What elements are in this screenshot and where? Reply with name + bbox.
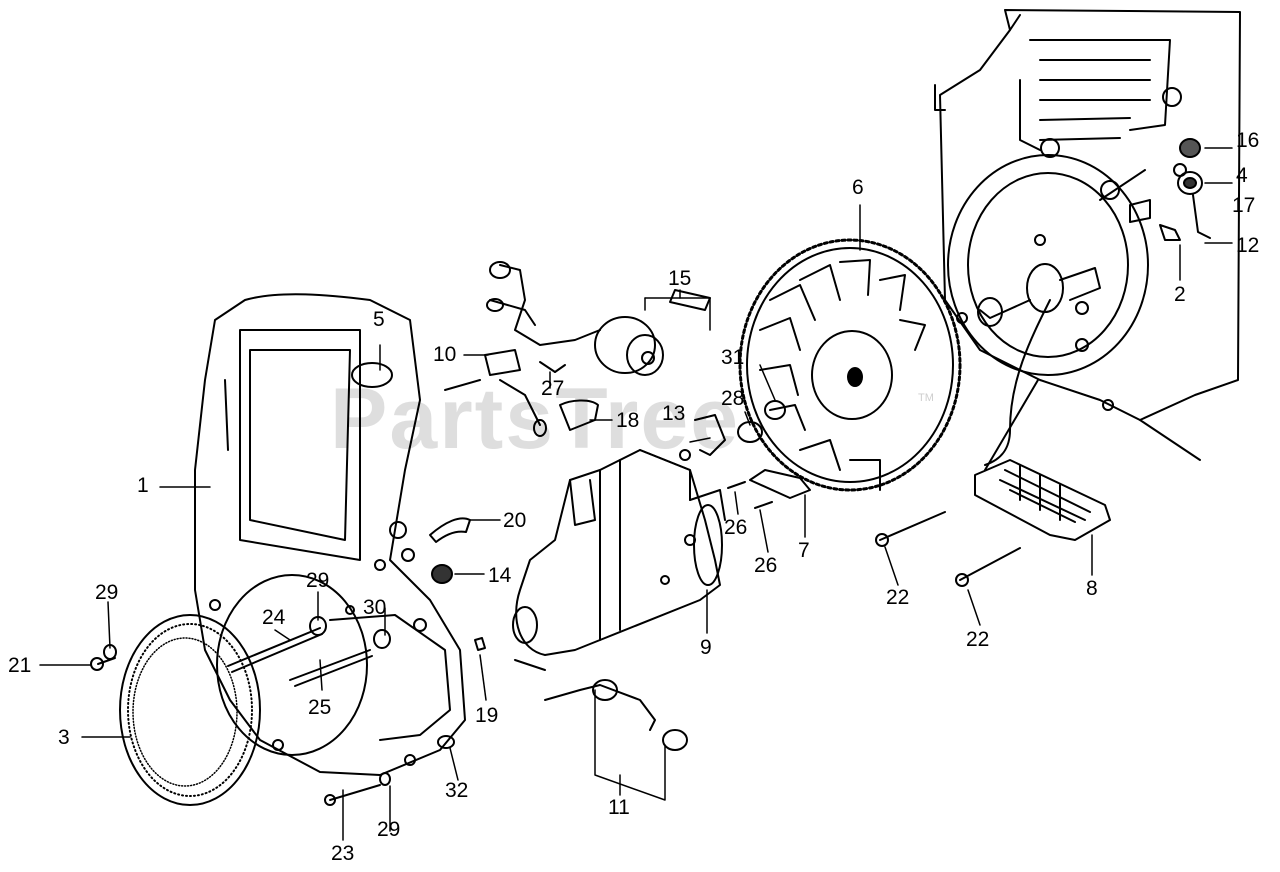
callout-8: 8: [1086, 577, 1098, 600]
callout-24: 24: [262, 606, 286, 629]
bolts: [90, 361, 1021, 806]
callout-26-lower: 26: [754, 554, 778, 577]
engine-housing: [934, 9, 1241, 471]
callout-30: 30: [363, 596, 387, 619]
callout-18: 18: [616, 409, 640, 432]
air-screen: [119, 614, 261, 806]
callout-17: 17: [1232, 194, 1256, 217]
callout-29-middle: 29: [306, 569, 330, 592]
callout-15: 15: [668, 267, 692, 290]
watermark: PartsTree: [330, 371, 741, 467]
regulator: [974, 459, 1111, 541]
callout-31: 31: [721, 346, 745, 369]
callout-23: 23: [331, 842, 355, 865]
callout-3: 3: [58, 726, 70, 749]
watermark-trademark: TM: [918, 392, 934, 404]
fan-cover: [194, 293, 466, 776]
callout-27: 27: [541, 377, 565, 400]
callout-32: 32: [445, 779, 469, 802]
callout-16: 16: [1236, 129, 1260, 152]
starter-motor: [512, 449, 726, 656]
callout-6: 6: [852, 176, 864, 199]
callout-11: 11: [608, 796, 630, 819]
small-hardware-right: [1159, 138, 1211, 241]
callout-25: 25: [308, 696, 332, 719]
callout-12: 12: [1236, 234, 1260, 257]
callout-5: 5: [373, 308, 385, 331]
callout-2: 2: [1174, 283, 1186, 306]
callout-21: 21: [8, 654, 32, 677]
callout-14: 14: [488, 564, 512, 587]
flywheel: [738, 238, 962, 492]
callout-20: 20: [503, 509, 527, 532]
ignition-and-wiring: [351, 261, 786, 456]
callout-19: 19: [475, 704, 499, 727]
callout-13: 13: [662, 402, 686, 425]
callout-29-bottom: 29: [377, 818, 401, 841]
callout-9: 9: [700, 636, 712, 659]
callout-26-upper: 26: [724, 516, 748, 539]
callout-28: 28: [721, 387, 745, 410]
callout-4: 4: [1236, 164, 1248, 187]
callout-22-left: 22: [886, 586, 910, 609]
callout-22-right: 22: [966, 628, 990, 651]
callout-1: 1: [137, 474, 149, 497]
callout-7: 7: [798, 539, 810, 562]
callout-10: 10: [433, 343, 457, 366]
leader-lines: [39, 147, 1233, 841]
callout-29-left: 29: [95, 581, 119, 604]
misc-parts: [429, 469, 811, 751]
